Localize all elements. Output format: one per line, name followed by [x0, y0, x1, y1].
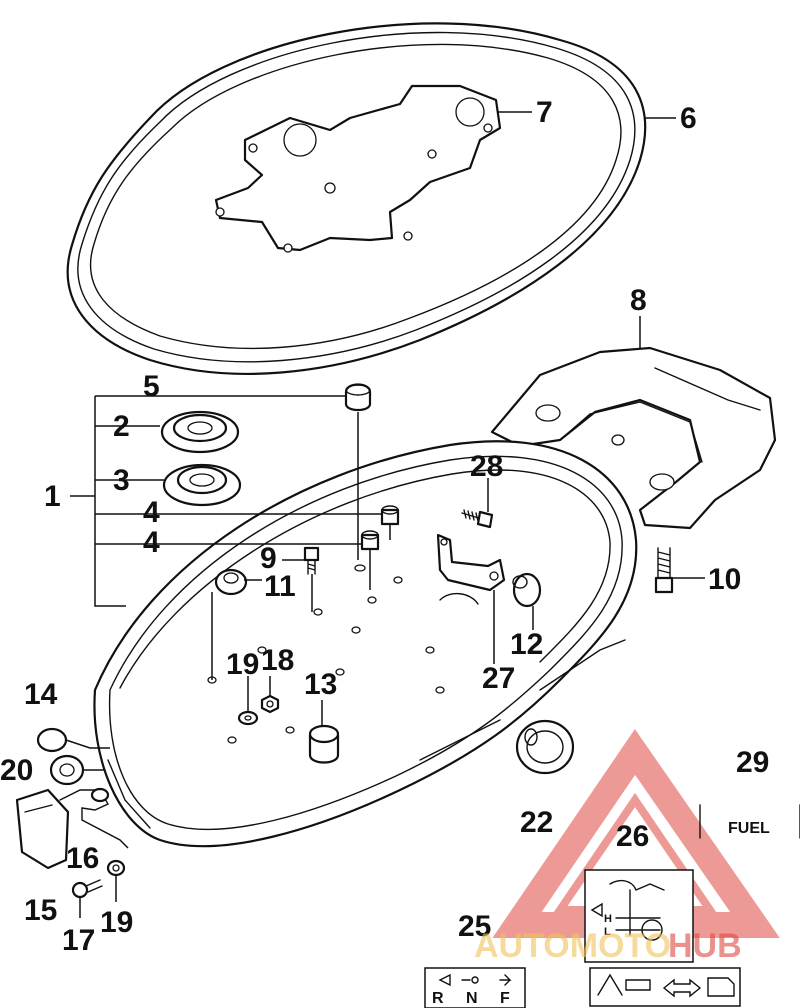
shift-n-label: N [466, 990, 478, 1007]
label-1: 1 [44, 480, 61, 513]
label-5: 5 [143, 370, 160, 403]
label-29: 29 [736, 746, 769, 779]
label-4-lower: 4 [143, 526, 160, 559]
label-18: 18 [261, 644, 294, 677]
shift-f-label: F [500, 990, 510, 1007]
grommet-plug [512, 572, 542, 608]
cap [344, 383, 372, 412]
label-15: 15 [24, 894, 57, 927]
leader-lines [65, 111, 705, 918]
label-19-lower: 19 [100, 906, 133, 939]
fuel-decal: FUEL [699, 804, 800, 839]
bottom-cover-case [93, 440, 638, 848]
shift-decal: R N F [424, 967, 526, 1008]
watermark-brand-part1: AUTOMOTO [474, 927, 671, 965]
label-17: 17 [62, 924, 95, 957]
watermark-text: AUTOMOTO HUB [474, 927, 742, 965]
small-plug-upper [380, 505, 400, 526]
label-14: 14 [24, 678, 58, 711]
bolt-short [303, 546, 320, 575]
label-27: 27 [482, 662, 515, 695]
grommet-upper [160, 410, 240, 454]
instruction-decal: H L [584, 869, 741, 1007]
label-7: 7 [536, 96, 553, 129]
label-9: 9 [260, 542, 277, 575]
washer-upper [237, 710, 259, 726]
label-4-upper: 4 [143, 496, 160, 529]
bracket [436, 533, 506, 592]
label-28: 28 [470, 450, 503, 483]
label-22: 22 [520, 806, 553, 839]
label-6: 6 [680, 102, 697, 135]
shift-r-label: R [432, 990, 444, 1007]
side-cover [15, 788, 70, 870]
label-13: 13 [304, 668, 337, 701]
grommet-large [515, 719, 575, 775]
label-26: 26 [616, 820, 649, 853]
damper-cylinder [308, 724, 340, 764]
grommet-side [49, 754, 85, 786]
label-11: 11 [264, 570, 296, 603]
plug-side [36, 727, 68, 753]
grommet-lower [162, 463, 242, 507]
label-3: 3 [113, 464, 130, 497]
part-number-labels: 5 2 3 1 4 4 9 11 7 6 8 10 28 12 27 19 18… [0, 96, 769, 957]
label-2: 2 [113, 410, 130, 443]
nut [260, 694, 280, 714]
bolt-long [654, 547, 674, 594]
lock-clip [59, 787, 110, 821]
carry-handle [490, 346, 777, 530]
washer-lower [106, 859, 126, 877]
screw-small [71, 879, 103, 899]
fuel-decal-text: FUEL [728, 820, 770, 837]
label-25: 25 [458, 910, 491, 943]
level-l-label: L [604, 926, 611, 938]
label-8: 8 [630, 284, 647, 317]
label-20: 20 [0, 754, 33, 787]
label-12: 12 [510, 628, 543, 661]
gasket-plate [214, 84, 502, 253]
collar [214, 568, 248, 596]
label-19-upper: 19 [226, 648, 259, 681]
label-10: 10 [708, 563, 741, 596]
watermark-brand-part2: HUB [668, 927, 742, 965]
screw [461, 509, 494, 529]
label-16: 16 [66, 842, 99, 875]
level-h-label: H [604, 913, 612, 925]
